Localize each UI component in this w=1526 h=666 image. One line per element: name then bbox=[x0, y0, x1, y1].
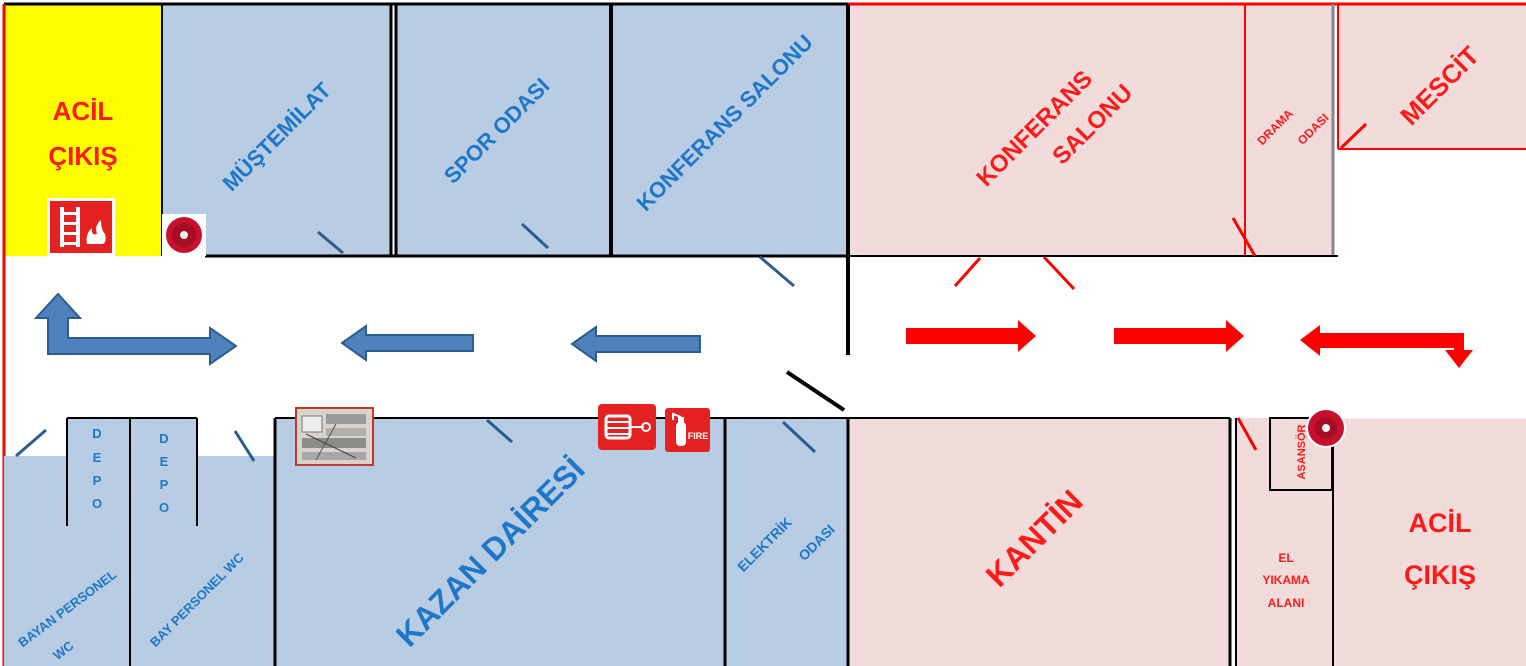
depo-2-label: D E P O bbox=[159, 431, 169, 515]
depo-1-letter-o: O bbox=[92, 496, 102, 511]
asansor-label: ASANSÖR bbox=[1295, 424, 1308, 479]
acil-cikis-label-2-line2: ÇIKIŞ bbox=[1404, 560, 1476, 590]
acil-cikis-label-2-line1: ACİL bbox=[1409, 508, 1472, 538]
fire-label: FIRE bbox=[688, 431, 709, 441]
blue-arrows bbox=[33, 292, 701, 366]
spor-odasi-room bbox=[396, 4, 610, 256]
depo-1-label: D E P O bbox=[92, 426, 102, 511]
el-yikama-line2: YIKAMA bbox=[1262, 573, 1310, 587]
depo-2-letter-o: O bbox=[159, 500, 169, 515]
acil-cikis-label-1-line2: ÇIKIŞ bbox=[48, 141, 117, 171]
depo-2-letter-d: D bbox=[159, 431, 168, 446]
electrical-panel-photo bbox=[295, 407, 374, 466]
arrow-left-icon-2 bbox=[570, 325, 701, 363]
elektrik-odasi-room bbox=[725, 418, 848, 666]
depo-2-letter-p: P bbox=[160, 477, 169, 492]
arrow-up-right-icon bbox=[33, 292, 238, 366]
kantin-room bbox=[848, 418, 1230, 666]
red-arrows bbox=[906, 320, 1473, 368]
fire-extinguisher-icon: FIRE bbox=[665, 408, 710, 452]
fire-hose-reel-icon bbox=[598, 404, 656, 450]
konferans-salonu-blue-room bbox=[612, 4, 848, 256]
el-yikama-line1: EL bbox=[1278, 551, 1293, 565]
mescit-room bbox=[1338, 4, 1526, 149]
depo-1-letter-p: P bbox=[93, 473, 102, 488]
door-marks bbox=[15, 122, 1368, 462]
arrow-left-icon-1 bbox=[340, 324, 474, 362]
arrow-right-icon-1 bbox=[906, 320, 1036, 352]
arrow-right-icon-2 bbox=[1114, 320, 1244, 352]
depo-1-letter-d: D bbox=[92, 426, 101, 441]
depo-2-room bbox=[130, 418, 197, 526]
depo-1-room bbox=[67, 418, 130, 526]
smoke-detector-icon-2 bbox=[1306, 408, 1346, 448]
fire-escape-ladder-icon bbox=[47, 198, 115, 256]
acil-cikis-room-2 bbox=[1338, 418, 1526, 666]
arrow-left-down-icon bbox=[1300, 325, 1473, 368]
depo-2-letter-e: E bbox=[160, 454, 169, 469]
depo-1-letter-e: E bbox=[93, 450, 102, 465]
acil-cikis-label-1-line1: ACİL bbox=[53, 96, 114, 126]
smoke-detector-icon-1 bbox=[162, 214, 206, 256]
konferans-salonu-pink-room bbox=[848, 4, 1245, 256]
drama-odasi-room bbox=[1245, 4, 1333, 256]
el-yikama-line3: ALANI bbox=[1268, 596, 1305, 610]
